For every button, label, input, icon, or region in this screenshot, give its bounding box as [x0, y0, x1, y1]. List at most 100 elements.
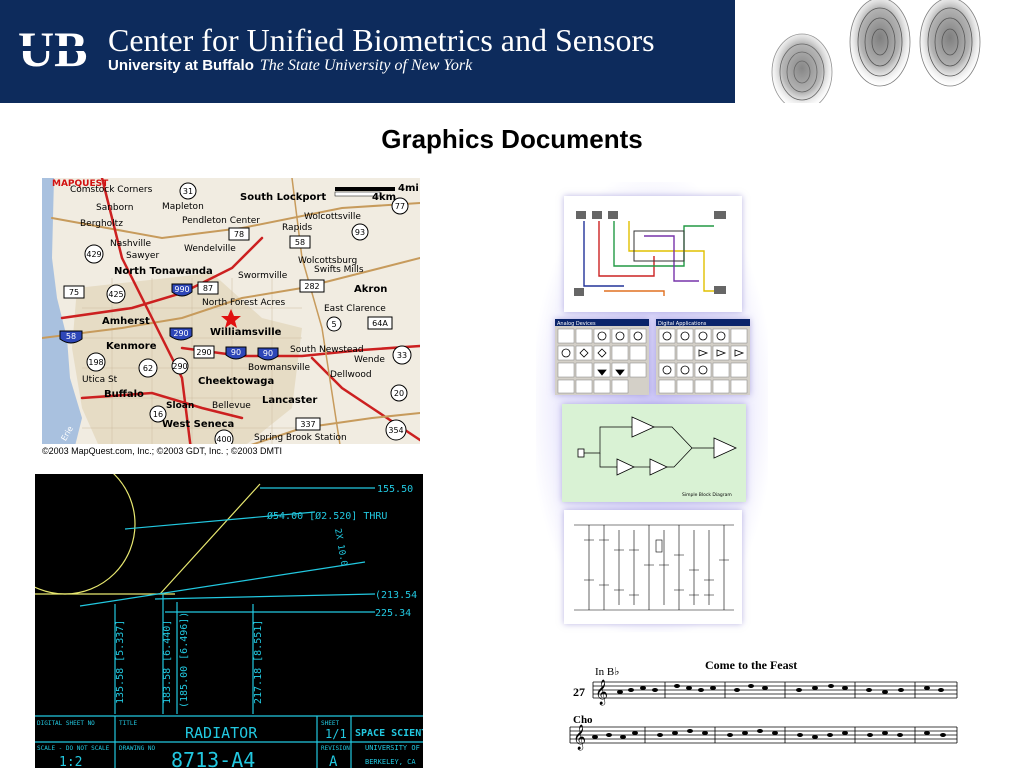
map-label: Dellwood	[330, 370, 372, 380]
map-label: Bowmansville	[248, 363, 311, 373]
svg-text:429: 429	[86, 250, 101, 259]
map-shield: 90	[225, 346, 247, 360]
map-shield: 62	[138, 358, 158, 378]
svg-text:REVISION: REVISION	[321, 745, 350, 752]
map-shield: 5	[326, 316, 342, 332]
svg-text:290: 290	[172, 362, 187, 371]
cad-title-value: RADIATOR	[185, 724, 258, 742]
fingerprint-middle	[849, 0, 911, 87]
map-label: Nashville	[110, 239, 151, 249]
wiring-diagram-thumbnail	[564, 196, 742, 312]
svg-text:282: 282	[304, 282, 319, 291]
music-title: Come to the Feast	[705, 658, 798, 672]
map-brand: MAPQUEST	[52, 179, 109, 189]
svg-text:DIGITAL SHEET NO: DIGITAL SHEET NO	[37, 720, 95, 727]
music-measure-number: 27	[573, 685, 585, 699]
svg-text:16: 16	[153, 410, 163, 419]
svg-text:990: 990	[174, 285, 189, 294]
map-shield: 90	[257, 347, 279, 361]
map-shield: 290	[169, 327, 193, 341]
map-shield: 290	[193, 345, 215, 359]
center-title: Center for Unified Biometrics and Sensor…	[108, 22, 655, 58]
sheet-music-image: 𝄞 𝄞 Come to the Feast In B♭ 27 Cho	[565, 655, 965, 768]
svg-text:78: 78	[234, 230, 244, 239]
svg-text:DRAWING NO: DRAWING NO	[119, 745, 156, 752]
block-diagram-thumbnail: Simple Block Diagram	[562, 404, 746, 502]
ub-logo: UB	[18, 22, 104, 76]
svg-text:337: 337	[300, 420, 315, 429]
map-label: Bellevue	[212, 401, 251, 411]
svg-text:64A: 64A	[372, 319, 388, 328]
svg-text:𝄞: 𝄞	[573, 724, 586, 750]
map-label: Mapleton	[162, 202, 204, 212]
music-staves: 𝄞 𝄞	[569, 679, 958, 750]
svg-text:400: 400	[216, 435, 231, 444]
svg-text:354: 354	[388, 426, 403, 435]
svg-text:20: 20	[394, 389, 404, 398]
suny-name: The State University of New York	[259, 57, 473, 74]
map-shield: 58	[59, 330, 83, 344]
svg-text:90: 90	[263, 349, 273, 358]
map-label: Sanborn	[96, 203, 133, 213]
svg-text:BERKELEY, CA: BERKELEY, CA	[365, 758, 416, 766]
cad-dim: 217.18 [8.551]	[253, 620, 264, 704]
map-shield: 354	[385, 419, 407, 441]
map-label: Pendleton Center	[182, 216, 260, 226]
map-scale: 4mi 4km	[334, 183, 419, 203]
svg-text:87: 87	[203, 284, 213, 293]
svg-text:4mi: 4mi	[398, 183, 419, 194]
map-shield: 20	[390, 384, 408, 402]
map-shield: 337	[295, 417, 321, 431]
svg-text:58: 58	[295, 238, 305, 247]
svg-text:UNIVERSITY OF: UNIVERSITY OF	[365, 744, 420, 752]
palette-left-thumbnail: Analog Devices	[555, 319, 649, 395]
svg-text:198: 198	[88, 358, 103, 367]
svg-text:A: A	[329, 754, 338, 768]
fingerprint-right	[919, 0, 981, 87]
map-credit: ©2003 MapQuest.com, Inc.; ©2003 GDT, Inc…	[42, 444, 420, 458]
svg-text:75: 75	[69, 288, 79, 297]
map-shield: 58	[289, 235, 311, 249]
map-shield: 77	[391, 197, 409, 215]
map-label: Cheektowaga	[198, 376, 274, 387]
fingerprints-image	[740, 0, 1024, 103]
svg-text:SCALE - DO NOT SCALE: SCALE - DO NOT SCALE	[37, 745, 110, 752]
svg-text:58: 58	[66, 332, 76, 341]
svg-text:Digital Applications: Digital Applications	[658, 321, 707, 327]
map-label: Amherst	[102, 316, 150, 327]
map-shield: 87	[197, 281, 219, 295]
fingerprint-left	[771, 33, 833, 103]
map-label: Buffalo	[104, 389, 144, 400]
map-label: East Clarence	[324, 304, 386, 314]
cad-dim: 155.50	[377, 484, 413, 495]
cad-dim: Ø54.00 [Ø2.520] THRU	[267, 510, 387, 522]
map-label: Swifts Mills	[314, 265, 364, 275]
map-label: Wendelville	[184, 244, 236, 254]
music-cho-label: Cho	[573, 714, 593, 726]
svg-text:93: 93	[355, 228, 365, 237]
map-shield: 425	[106, 284, 126, 304]
map-label: Williamsville	[210, 327, 282, 338]
map-label: Sawyer	[126, 251, 159, 261]
map-label: Akron	[354, 284, 387, 295]
circuit-schematic-thumbnail	[564, 510, 742, 624]
svg-text:SPACE SCIENT: SPACE SCIENT	[355, 728, 423, 739]
map-image: 31 77 78 93 58 429 282 425 75 990 87 64A…	[42, 178, 420, 458]
cad-dim: (213.54	[375, 590, 417, 601]
cad-drawing-number: 8713-A4	[171, 748, 255, 768]
cad-dim: 225.34	[375, 608, 411, 619]
map-shield: 31	[179, 182, 197, 200]
map-label: Wolcottsburg	[298, 256, 357, 266]
map-shield: 78	[228, 227, 250, 241]
map-label: West Seneca	[162, 419, 234, 430]
map-shield: 33	[392, 345, 412, 365]
map-label: Bergholtz	[80, 219, 123, 229]
map-shield: 282	[299, 279, 325, 293]
svg-text:1:2: 1:2	[59, 755, 82, 768]
svg-text:𝄞: 𝄞	[595, 679, 608, 705]
map-label: Sloan	[166, 401, 194, 411]
svg-text:SHEET: SHEET	[321, 720, 339, 727]
svg-text:31: 31	[183, 187, 193, 196]
cad-drawing-image: 155.50 Ø54.00 [Ø2.520] THRU 2X 10.0 (213…	[35, 474, 423, 768]
location-marker	[221, 309, 241, 328]
